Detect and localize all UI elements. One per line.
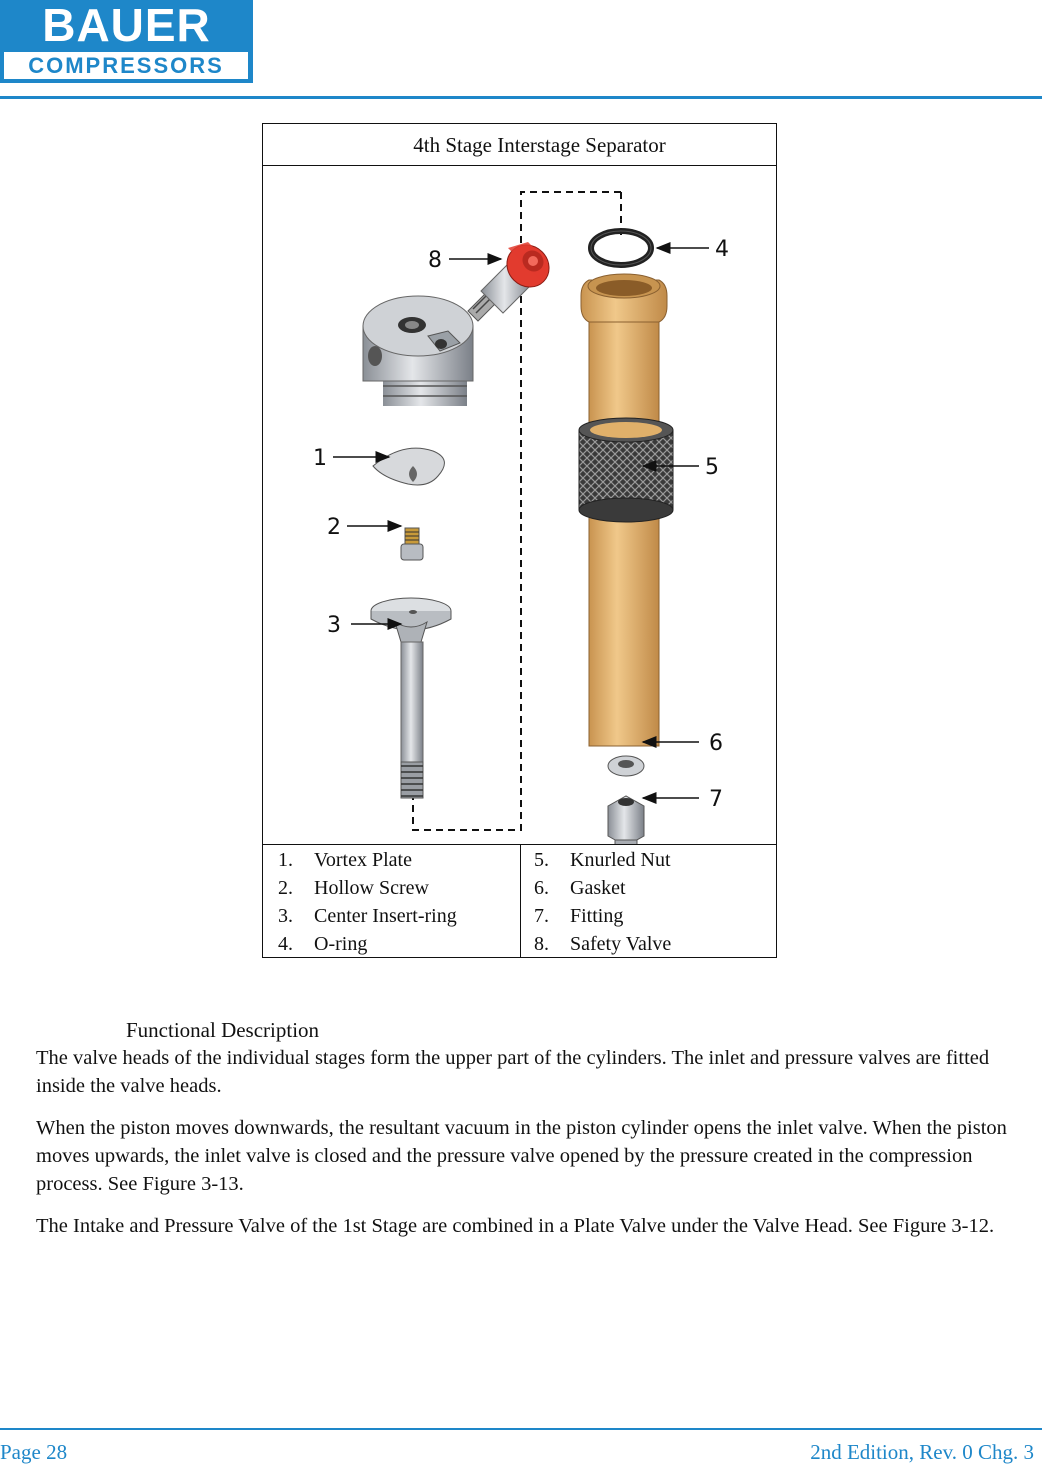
legend-item: 7.Fitting — [534, 905, 624, 927]
header-rule — [0, 96, 1042, 99]
callout-7: 7 — [709, 787, 723, 812]
hollow-screw — [400, 527, 424, 561]
paragraph: When the piston moves downwards, the res… — [36, 1117, 1007, 1195]
callout-1: 1 — [313, 446, 327, 471]
callout-3: 3 — [327, 613, 341, 638]
legend-item: 4.O-ring — [278, 933, 368, 955]
paragraph: The Intake and Pressure Valve of the 1st… — [36, 1215, 995, 1237]
paragraph: The valve heads of the individual stages… — [36, 1047, 990, 1097]
callout-5: 5 — [705, 455, 719, 480]
safety-valve — [467, 242, 550, 322]
fitting — [607, 795, 645, 851]
legend-column-right: 5.Knurled Nut 6.Gasket 7.Fitting 8.Safet… — [521, 845, 776, 957]
legend-item: 6.Gasket — [534, 877, 626, 899]
callout-2: 2 — [327, 515, 341, 540]
bauer-logo: BAUER COMPRESSORS — [0, 0, 253, 83]
legend-item: 8.Safety Valve — [534, 933, 672, 955]
legend-item: 3.Center Insert-ring — [278, 905, 457, 927]
logo-wordmark: BAUER — [42, 0, 211, 51]
o-ring — [588, 228, 654, 268]
footer-rule — [0, 1428, 1042, 1430]
logo-subtitle: COMPRESSORS — [28, 53, 224, 78]
section-heading: Functional Description — [126, 1018, 320, 1042]
gasket — [607, 755, 645, 777]
legend-column-left: 1.Vortex Plate 2.Hollow Screw 3.Center I… — [263, 845, 521, 957]
callout-6: 6 — [709, 731, 723, 756]
center-insert-ring — [370, 597, 452, 799]
figure-box: 4th Stage Interstage Separator — [262, 123, 777, 958]
parts-legend: 1.Vortex Plate 2.Hollow Screw 3.Center I… — [263, 844, 776, 957]
callout-4: 4 — [715, 237, 729, 262]
legend-item: 1.Vortex Plate — [278, 849, 412, 871]
exploded-diagram: 8 4 1 5 2 3 6 7 — [263, 166, 776, 851]
valve-head — [362, 295, 474, 406]
figure-title: 4th Stage Interstage Separator — [263, 124, 776, 166]
separator-tube — [578, 273, 674, 747]
page-number: Page 28 — [0, 1440, 68, 1464]
callouts: 8 4 1 5 2 3 6 7 — [313, 237, 729, 812]
edition-label: 2nd Edition, Rev. 0 Chg. 3 — [810, 1440, 1034, 1464]
vortex-plate — [372, 447, 445, 486]
assembly-dashed-line — [412, 191, 621, 831]
legend-item: 5.Knurled Nut — [534, 849, 671, 871]
callout-8: 8 — [428, 248, 442, 273]
legend-item: 2.Hollow Screw — [278, 877, 429, 899]
